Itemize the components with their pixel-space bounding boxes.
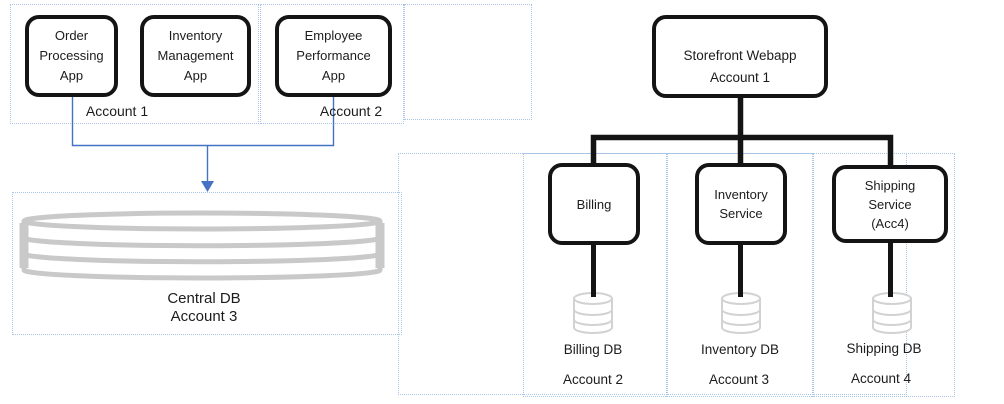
central-db-title: Central DB bbox=[167, 290, 241, 307]
node-label-line: Order bbox=[54, 28, 89, 43]
dotted-group-central-db bbox=[12, 192, 402, 335]
service-node-inventory-service: Inventory Service bbox=[695, 163, 787, 245]
node-label-line: Billing bbox=[576, 196, 612, 212]
node-label-line: Shipping bbox=[864, 177, 916, 193]
node-label-line: Inventory bbox=[168, 28, 223, 43]
db-label-shipping: Shipping DB bbox=[846, 341, 922, 356]
node-label-line: Performance bbox=[296, 48, 371, 63]
billing-db-cylinder-icon bbox=[573, 292, 613, 334]
inventory-db-cylinder-icon bbox=[721, 292, 761, 334]
storefront-to-services-connector bbox=[590, 93, 894, 167]
service-node-shipping-service: Shipping Service (Acc4) bbox=[832, 165, 948, 243]
app-node-employee-performance: Employee Performance App bbox=[275, 15, 392, 97]
node-label-line: Processing bbox=[39, 48, 104, 63]
service-to-db-stems bbox=[591, 241, 893, 297]
dotted-group-shipping-column bbox=[812, 153, 955, 397]
arrowhead-down-icon bbox=[201, 181, 214, 192]
node-label-line: App bbox=[183, 68, 208, 83]
dotted-group-account-1 bbox=[10, 4, 259, 124]
root-node-storefront-webapp: Storefront Webapp Account 1 bbox=[652, 15, 828, 98]
node-label-line: (Acc4) bbox=[871, 215, 909, 231]
db-account-label-inventory: Account 3 bbox=[708, 372, 770, 387]
db-account-label-shipping: Account 4 bbox=[850, 371, 912, 386]
node-label-line: Service bbox=[719, 206, 763, 221]
group-label-account-1: Account 1 bbox=[85, 103, 149, 119]
db-label-inventory: Inventory DB bbox=[700, 342, 780, 357]
node-label-line: Management bbox=[157, 48, 234, 63]
app-node-order-processing: Order Processing App bbox=[25, 15, 118, 97]
node-label-line: Storefront Webapp bbox=[683, 47, 797, 63]
dotted-group-empty bbox=[404, 4, 532, 120]
app-node-inventory-management: Inventory Management App bbox=[140, 15, 251, 97]
node-label-line: Employee bbox=[304, 28, 363, 43]
central-db-cylinder-icon bbox=[19, 210, 385, 281]
node-label-line: Service bbox=[868, 196, 912, 212]
central-db-account: Account 3 bbox=[170, 308, 238, 325]
db-account-label-billing: Account 2 bbox=[562, 372, 624, 387]
node-label-line: App bbox=[59, 68, 84, 83]
db-label-billing: Billing DB bbox=[563, 342, 623, 357]
group-label-account-2: Account 2 bbox=[319, 103, 383, 119]
node-label-line: Account 1 bbox=[709, 69, 771, 85]
central-db-label: Central DB Account 3 bbox=[104, 290, 304, 326]
node-label-line: App bbox=[321, 68, 346, 83]
node-label-line: Inventory bbox=[714, 187, 768, 202]
shipping-db-cylinder-icon bbox=[872, 292, 912, 334]
dotted-group-account-2 bbox=[260, 4, 404, 124]
service-node-billing: Billing bbox=[548, 163, 640, 245]
apps-to-central-db-connector bbox=[71, 97, 335, 192]
